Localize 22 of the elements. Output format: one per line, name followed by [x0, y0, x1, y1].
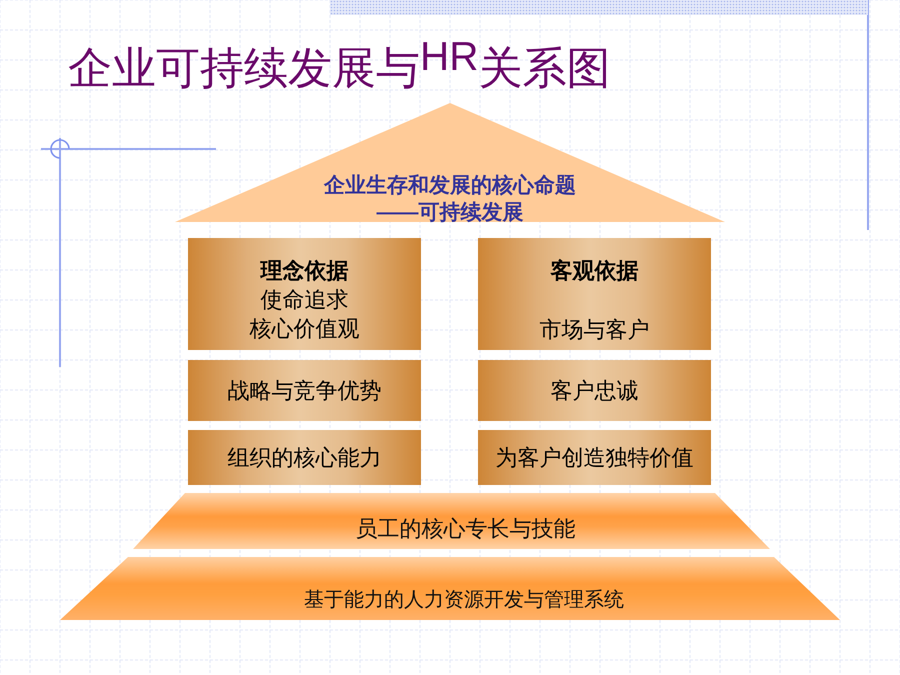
roof-shape — [175, 103, 725, 222]
band-text: 员工的核心专长与技能 — [356, 516, 576, 542]
pillar-box — [188, 238, 421, 350]
roof-text: 企业生存和发展的核心命题——可持续发展 — [322, 172, 577, 226]
box-heading: 理念依据 — [260, 257, 348, 285]
box-text: 客户忠诚 — [550, 377, 638, 405]
box-text: 战略与竞争优势 — [228, 377, 382, 405]
box-text: 为客户创造独特价值 — [496, 444, 694, 472]
pillar-box — [478, 430, 711, 485]
pillar-box — [188, 430, 421, 485]
box-text: 组织的核心能力 — [228, 444, 382, 472]
box-text: 核心价值观 — [250, 315, 360, 343]
pillar-box — [188, 360, 421, 421]
foundation-band — [60, 557, 840, 620]
foundation-band — [133, 493, 770, 549]
dotted-band — [330, 0, 868, 15]
pillar-box — [478, 360, 711, 421]
pillar-box — [478, 238, 711, 350]
band-text: 基于能力的人力资源开发与管理系统 — [304, 588, 624, 612]
box-text: 市场与客户 — [540, 316, 650, 344]
box-text: 使命追求 — [260, 286, 348, 314]
box-heading: 客观依据 — [550, 257, 638, 285]
